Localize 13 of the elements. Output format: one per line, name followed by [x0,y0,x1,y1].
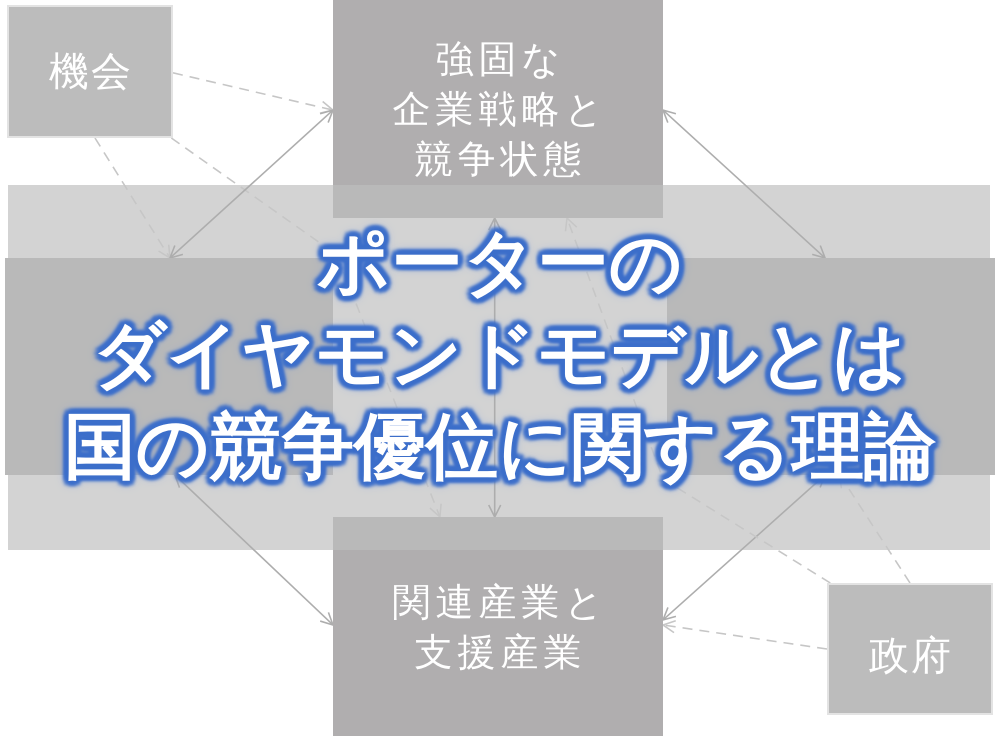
double-arrow [488,217,502,518]
node-box: 機会 [7,5,173,138]
node-box: 政府 [827,583,993,715]
dashed-arrow [564,217,831,584]
node-box: 関連産業と支援産業 [333,517,663,736]
double-arrow [662,109,826,259]
dashed-arrow [170,137,442,518]
node-box: 強固な企業戦略と競争状態 [333,0,663,218]
title-text: ポーターのダイヤモンドモデルとは国の競争優位に関する理論 [64,219,936,490]
dashed-arrow [662,620,828,650]
dashed-arrow [172,72,334,114]
double-arrow [169,109,334,259]
dashed-arrow [94,138,171,259]
